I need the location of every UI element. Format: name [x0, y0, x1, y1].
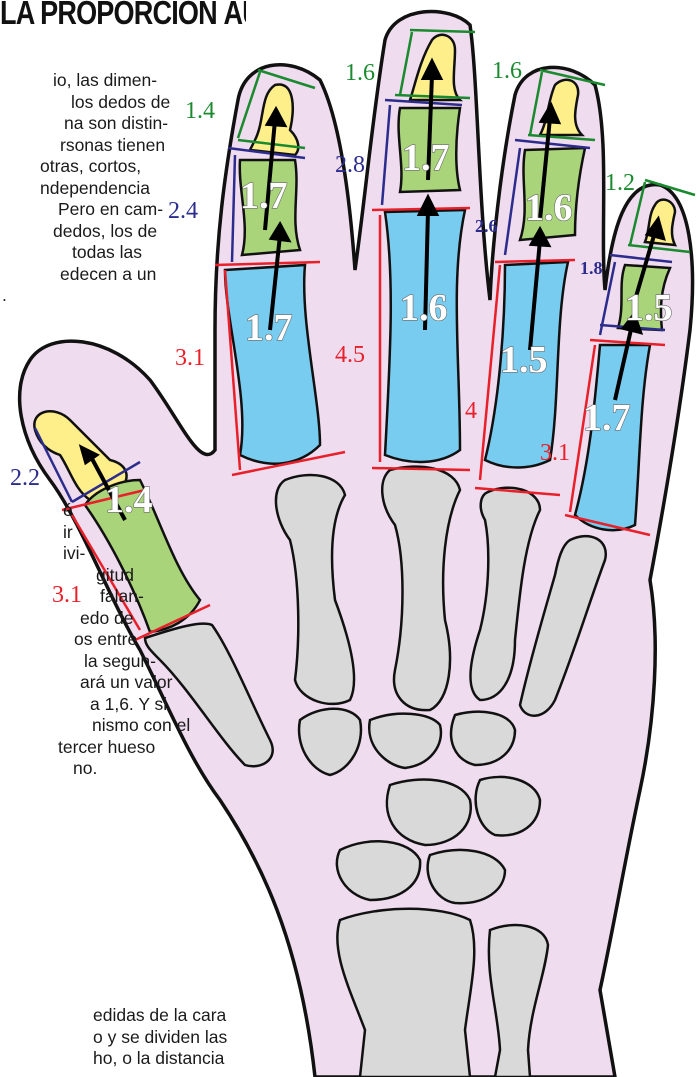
measure-label: 3.1 — [175, 345, 205, 371]
measure-label: 1.6 — [345, 60, 375, 86]
ratio-label: 1.7 — [402, 137, 450, 179]
carpal-bone — [476, 777, 540, 835]
measure-label: 3.1 — [540, 440, 570, 466]
measure-label: 1.2 — [605, 170, 635, 196]
measure-label: 2.2 — [10, 465, 40, 491]
measure-label: 2.8 — [335, 152, 365, 178]
measure-label: 2.6 — [475, 216, 498, 236]
measure-label: 1.6 — [492, 58, 522, 84]
ratio-label: 1.7 — [583, 397, 631, 439]
body-paragraph-top: io, las dimen- los dedos de na son disti… — [0, 70, 175, 307]
measure-label: 1.4 — [185, 98, 215, 124]
measure-label: 4.5 — [335, 342, 365, 368]
ratio-label: 1.7 — [240, 175, 288, 217]
measure-label: 4 — [465, 398, 477, 424]
ratio-label: 1.6 — [400, 287, 448, 329]
ratio-label: 1.5 — [625, 287, 673, 329]
measure-label: 1.8 — [580, 258, 603, 278]
ratio-label: 1.6 — [525, 187, 573, 229]
middle-proximal-bone — [385, 210, 465, 462]
body-paragraph-bottom: edidas de la cara o y se dividen las ho,… — [0, 1005, 250, 1070]
ratio-label: 1.5 — [500, 339, 548, 381]
body-paragraph-middle: é ir ivi- gitud falan- edo de os entre l… — [0, 500, 175, 780]
ratio-label: 1.7 — [245, 307, 293, 349]
